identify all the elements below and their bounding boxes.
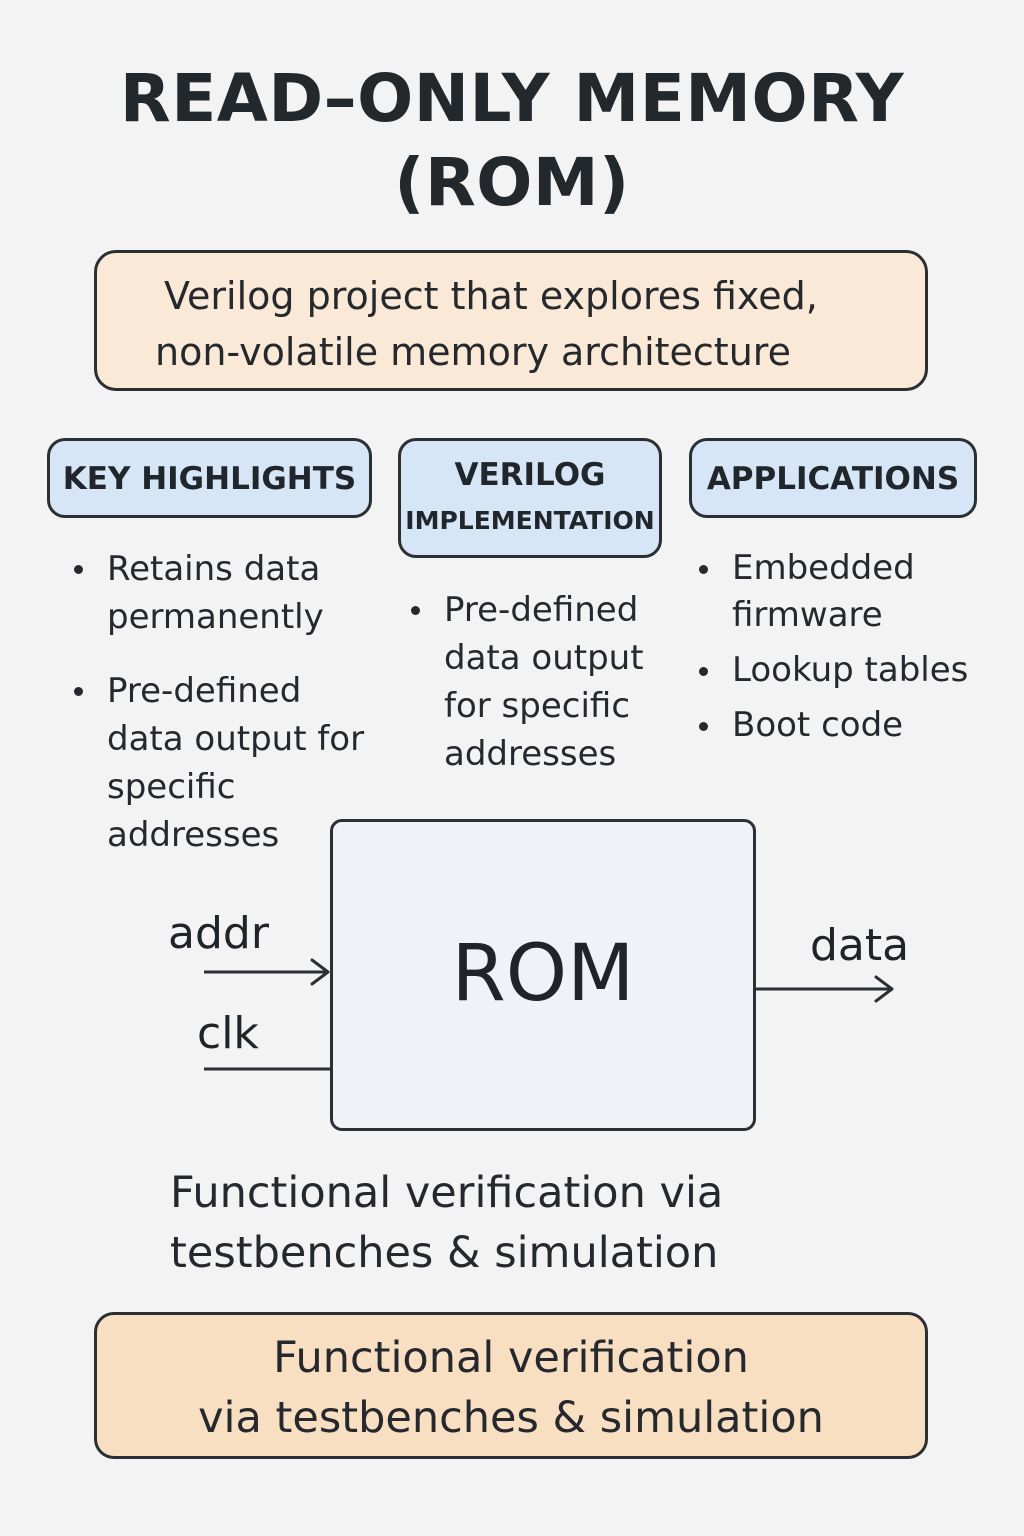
applications-list: Embedded firmware Lookup tables Boot cod… [699, 545, 1002, 749]
applications-header: APPLICATIONS [689, 438, 977, 518]
caption-line-2: testbenches & simulation [170, 1228, 719, 1278]
subtitle-box: Verilog project that explores fixed, non… [94, 250, 928, 391]
list-item: Pre-defined data output for specific add… [411, 586, 664, 778]
bullet-icon [74, 565, 83, 574]
list-item-text: Pre-defined data output for specific add… [107, 671, 365, 855]
bullet-icon [411, 606, 420, 615]
list-item: Lookup tables [699, 647, 1002, 694]
bullet-icon [699, 722, 708, 731]
verilog-implementation-header: VERILOG IMPLEMENTATION [398, 438, 662, 558]
list-item-text: Retains data permanently [107, 549, 324, 637]
page-title-line-2: (ROM) [394, 144, 630, 221]
bullet-icon [699, 667, 708, 676]
clk-signal-label: clk [197, 1008, 259, 1059]
addr-signal-label: addr [168, 908, 269, 959]
verilog-implementation-header-line-1: VERILOG [454, 457, 606, 493]
list-item-text: Lookup tables [732, 650, 969, 690]
addr-arrowhead-icon [310, 958, 330, 986]
list-item-text: Pre-defined data output for specific add… [444, 590, 644, 774]
rom-block: ROM [330, 819, 756, 1131]
list-item-text: Embedded firmware [732, 548, 915, 635]
footer-line-1: Functional verification [273, 1333, 749, 1383]
caption-line-1: Functional verification via [170, 1168, 724, 1218]
list-item: Pre-defined data output for specific add… [74, 667, 377, 859]
bullet-icon [699, 565, 708, 574]
verilog-implementation-header-line-2: IMPLEMENTATION [405, 506, 655, 535]
list-item: Embedded firmware [699, 545, 1002, 639]
list-item-text: Boot code [732, 705, 904, 745]
list-item: Boot code [699, 702, 1002, 749]
subtitle-line-2: non-volatile memory architecture [155, 330, 791, 374]
applications-header-label: APPLICATIONS [706, 461, 960, 497]
key-highlights-list: Retains data permanently Pre-defined dat… [74, 545, 377, 859]
page-title-line-1: READ–ONLY MEMORY [119, 60, 905, 137]
rom-block-label: ROM [451, 929, 635, 1019]
bullet-icon [74, 687, 83, 696]
footer-box: Functional verification via testbenches … [94, 1312, 928, 1459]
data-signal-label: data [810, 920, 910, 971]
verilog-implementation-list: Pre-defined data output for specific add… [411, 586, 664, 778]
key-highlights-header-label: KEY HIGHLIGHTS [62, 461, 357, 497]
data-arrowhead-icon [874, 975, 894, 1003]
subtitle-line-1: Verilog project that explores fixed, [164, 274, 818, 318]
footer-line-2: via testbenches & simulation [198, 1393, 824, 1443]
list-item: Retains data permanently [74, 545, 377, 641]
key-highlights-header: KEY HIGHLIGHTS [47, 438, 372, 518]
